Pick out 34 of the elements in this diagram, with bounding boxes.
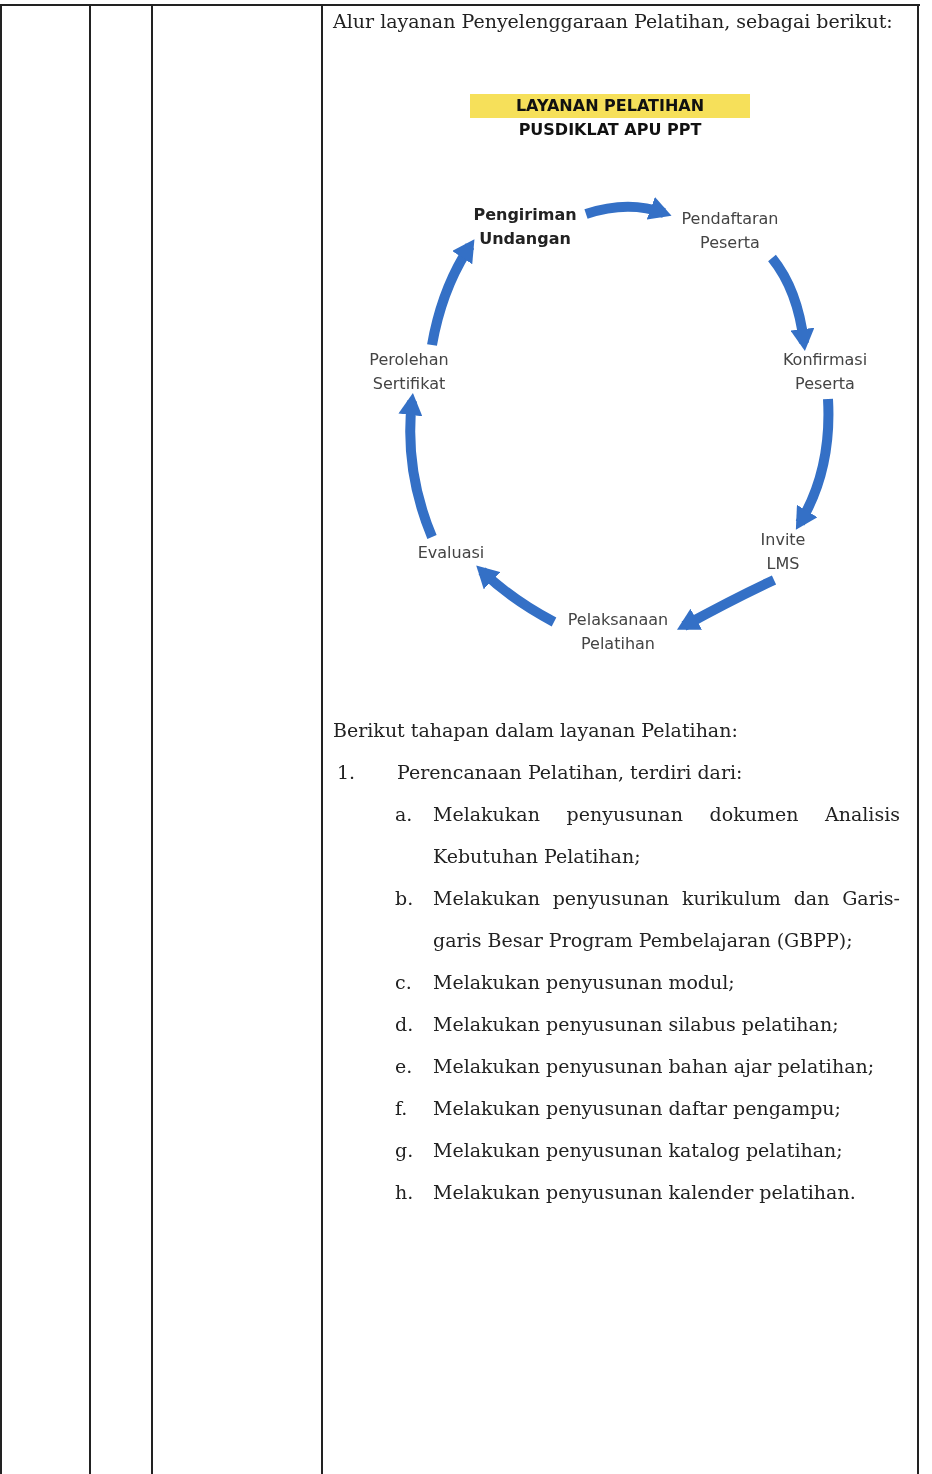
arrow [427, 239, 475, 346]
arrow [795, 398, 834, 530]
list-item-text: Melakukan penyusunan dokumen Analisis Kebutuhan Pelatihan; [433, 802, 900, 869]
list-letter: f. [395, 1096, 409, 1121]
list-letter: h. [395, 1180, 415, 1205]
list-letter: g. [395, 1138, 415, 1163]
list-letter: e. [395, 1054, 414, 1079]
arrow [398, 393, 437, 539]
list-item-text: Melakukan penyusunan bahan ajar pelatihan; [433, 1054, 876, 1079]
step-label: Perolehan Sertifikat [356, 347, 462, 397]
list-item-text: Melakukan penyusunan silabus pelatihan; [433, 1012, 840, 1037]
arrow [584, 197, 672, 221]
arrow [476, 565, 557, 627]
list-number: 1. [336, 760, 357, 785]
list-item-text: Melakukan penyusunan katalog pelatihan; [433, 1138, 844, 1163]
list-item-text: Melakukan penyusunan modul; [433, 970, 736, 995]
arrow [768, 254, 815, 351]
paragraph: Alur layanan Penyelenggaraan Pelatihan, sebagai berikut: [333, 9, 894, 34]
arrow [677, 575, 777, 631]
list-letter: d. [395, 1012, 415, 1037]
list-item-text: Perencanaan Pelatihan, terdiri dari: [397, 760, 744, 785]
list-letter: b. [395, 886, 415, 911]
step-label: Konfirmasi Peserta [771, 347, 879, 397]
paragraph: Berikut tahapan dalam layanan Pelatihan: [333, 718, 739, 743]
step-label: Pengiriman Undangan [466, 202, 584, 252]
list-item-text: Melakukan penyusunan daftar pengampu; [433, 1096, 842, 1121]
list-item-text: Melakukan penyusunan kurikulum dan Garis-garis Besar Program Pembelajaran (GBPP); [433, 886, 900, 953]
list-item-text: Melakukan penyusunan kalender pelatihan. [433, 1180, 857, 1205]
list-letter: c. [395, 970, 413, 995]
step-label: Pendaftaran Peserta [668, 206, 792, 256]
step-label: Invite LMS [751, 527, 815, 577]
step-label: Evaluasi [409, 539, 493, 567]
list-letter: a. [395, 802, 414, 827]
step-label: Pelaksanaan Pelatihan [556, 607, 680, 657]
